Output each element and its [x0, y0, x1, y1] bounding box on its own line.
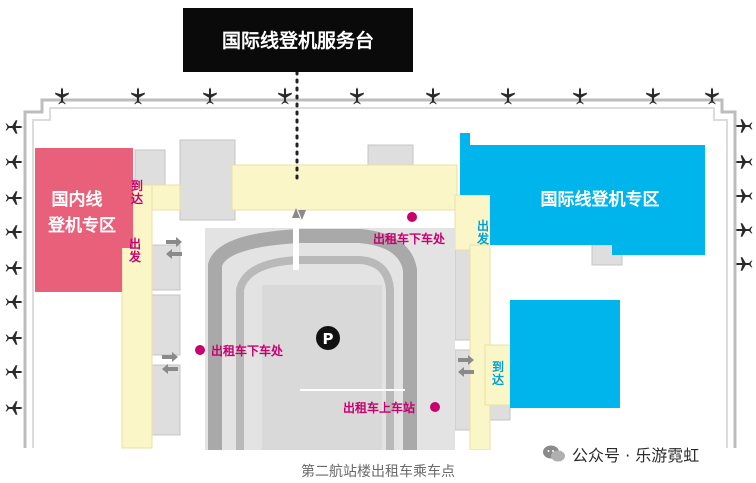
taxi-marker-icon	[430, 402, 440, 412]
international-zone-label: 国际线登机专区	[541, 189, 660, 210]
taxi-pickup-label: 出租车上车站	[343, 400, 415, 415]
airplane-icon	[350, 87, 364, 105]
service-desk-label: 国际线登机服务台	[222, 29, 374, 52]
taxi-marker-icon	[407, 212, 417, 222]
airplane-icon	[573, 87, 587, 105]
airplane-icons-left	[5, 120, 23, 415]
airplane-icon	[5, 261, 23, 275]
left-arrival-label: 到达	[131, 178, 143, 206]
airplane-icons-top	[55, 87, 719, 105]
airplane-icons-right	[735, 119, 753, 271]
airplane-icon	[5, 295, 23, 309]
airplane-icon	[5, 191, 23, 205]
airplane-icon	[5, 401, 23, 415]
domestic-zone-label-line2: 登机专区	[47, 215, 116, 236]
airplane-icon	[735, 119, 753, 133]
watermark: 公众号 · 乐游霓虹	[538, 442, 704, 466]
airplane-icon	[203, 87, 217, 105]
taxi-dropoff-top: 出租车下车处	[373, 212, 446, 246]
taxi-marker-icon	[195, 345, 205, 355]
right-departure-label: 出发	[476, 218, 490, 246]
wechat-icon	[543, 445, 565, 462]
airplane-icon	[5, 225, 23, 239]
svg-text:P: P	[323, 330, 334, 348]
airplane-icon	[735, 189, 753, 203]
airplane-icon	[735, 155, 753, 169]
taxi-pickup: 出租车上车站	[343, 400, 440, 415]
service-desk-callout: 国际线登机服务台	[183, 8, 413, 72]
corridors	[121, 164, 511, 450]
airplane-icon	[705, 87, 719, 105]
airplane-icon	[131, 87, 145, 105]
airplane-icon	[5, 331, 23, 345]
domestic-boarding-zone: 国内线 登机专区	[35, 148, 133, 292]
airplane-icon	[501, 87, 515, 105]
airplane-icon	[735, 257, 753, 271]
bidirectional-arrow-icon	[162, 208, 474, 377]
taxi-dropoff-mid: 出租车下车处	[195, 343, 284, 358]
terminal-map: 国内线 登机专区 国际线登机专区 P 到达 出发 出发 到达	[5, 8, 753, 450]
international-boarding-zone: 国际线登机专区	[460, 133, 705, 408]
parking-icon: P	[316, 326, 340, 350]
airplane-icon	[735, 223, 753, 237]
airplane-icon	[5, 120, 23, 134]
taxi-dropoff-mid-label: 出租车下车处	[211, 343, 284, 358]
left-departure-label: 出发	[128, 236, 142, 264]
terminal-outline	[23, 98, 737, 448]
airplane-icon	[55, 87, 69, 105]
domestic-zone-label-line1: 国内线	[52, 189, 103, 210]
right-arrival-label: 到达	[492, 359, 504, 387]
airplane-icon	[5, 365, 23, 379]
airplane-icon	[278, 87, 292, 105]
airplane-icon	[5, 155, 23, 169]
airplane-icon	[646, 87, 660, 105]
map-caption: 第二航站楼出租车乘车点	[301, 464, 455, 480]
watermark-text: 公众号 · 乐游霓虹	[572, 446, 700, 465]
airplane-icon	[426, 87, 440, 105]
taxi-dropoff-top-label: 出租车下车处	[373, 231, 446, 246]
